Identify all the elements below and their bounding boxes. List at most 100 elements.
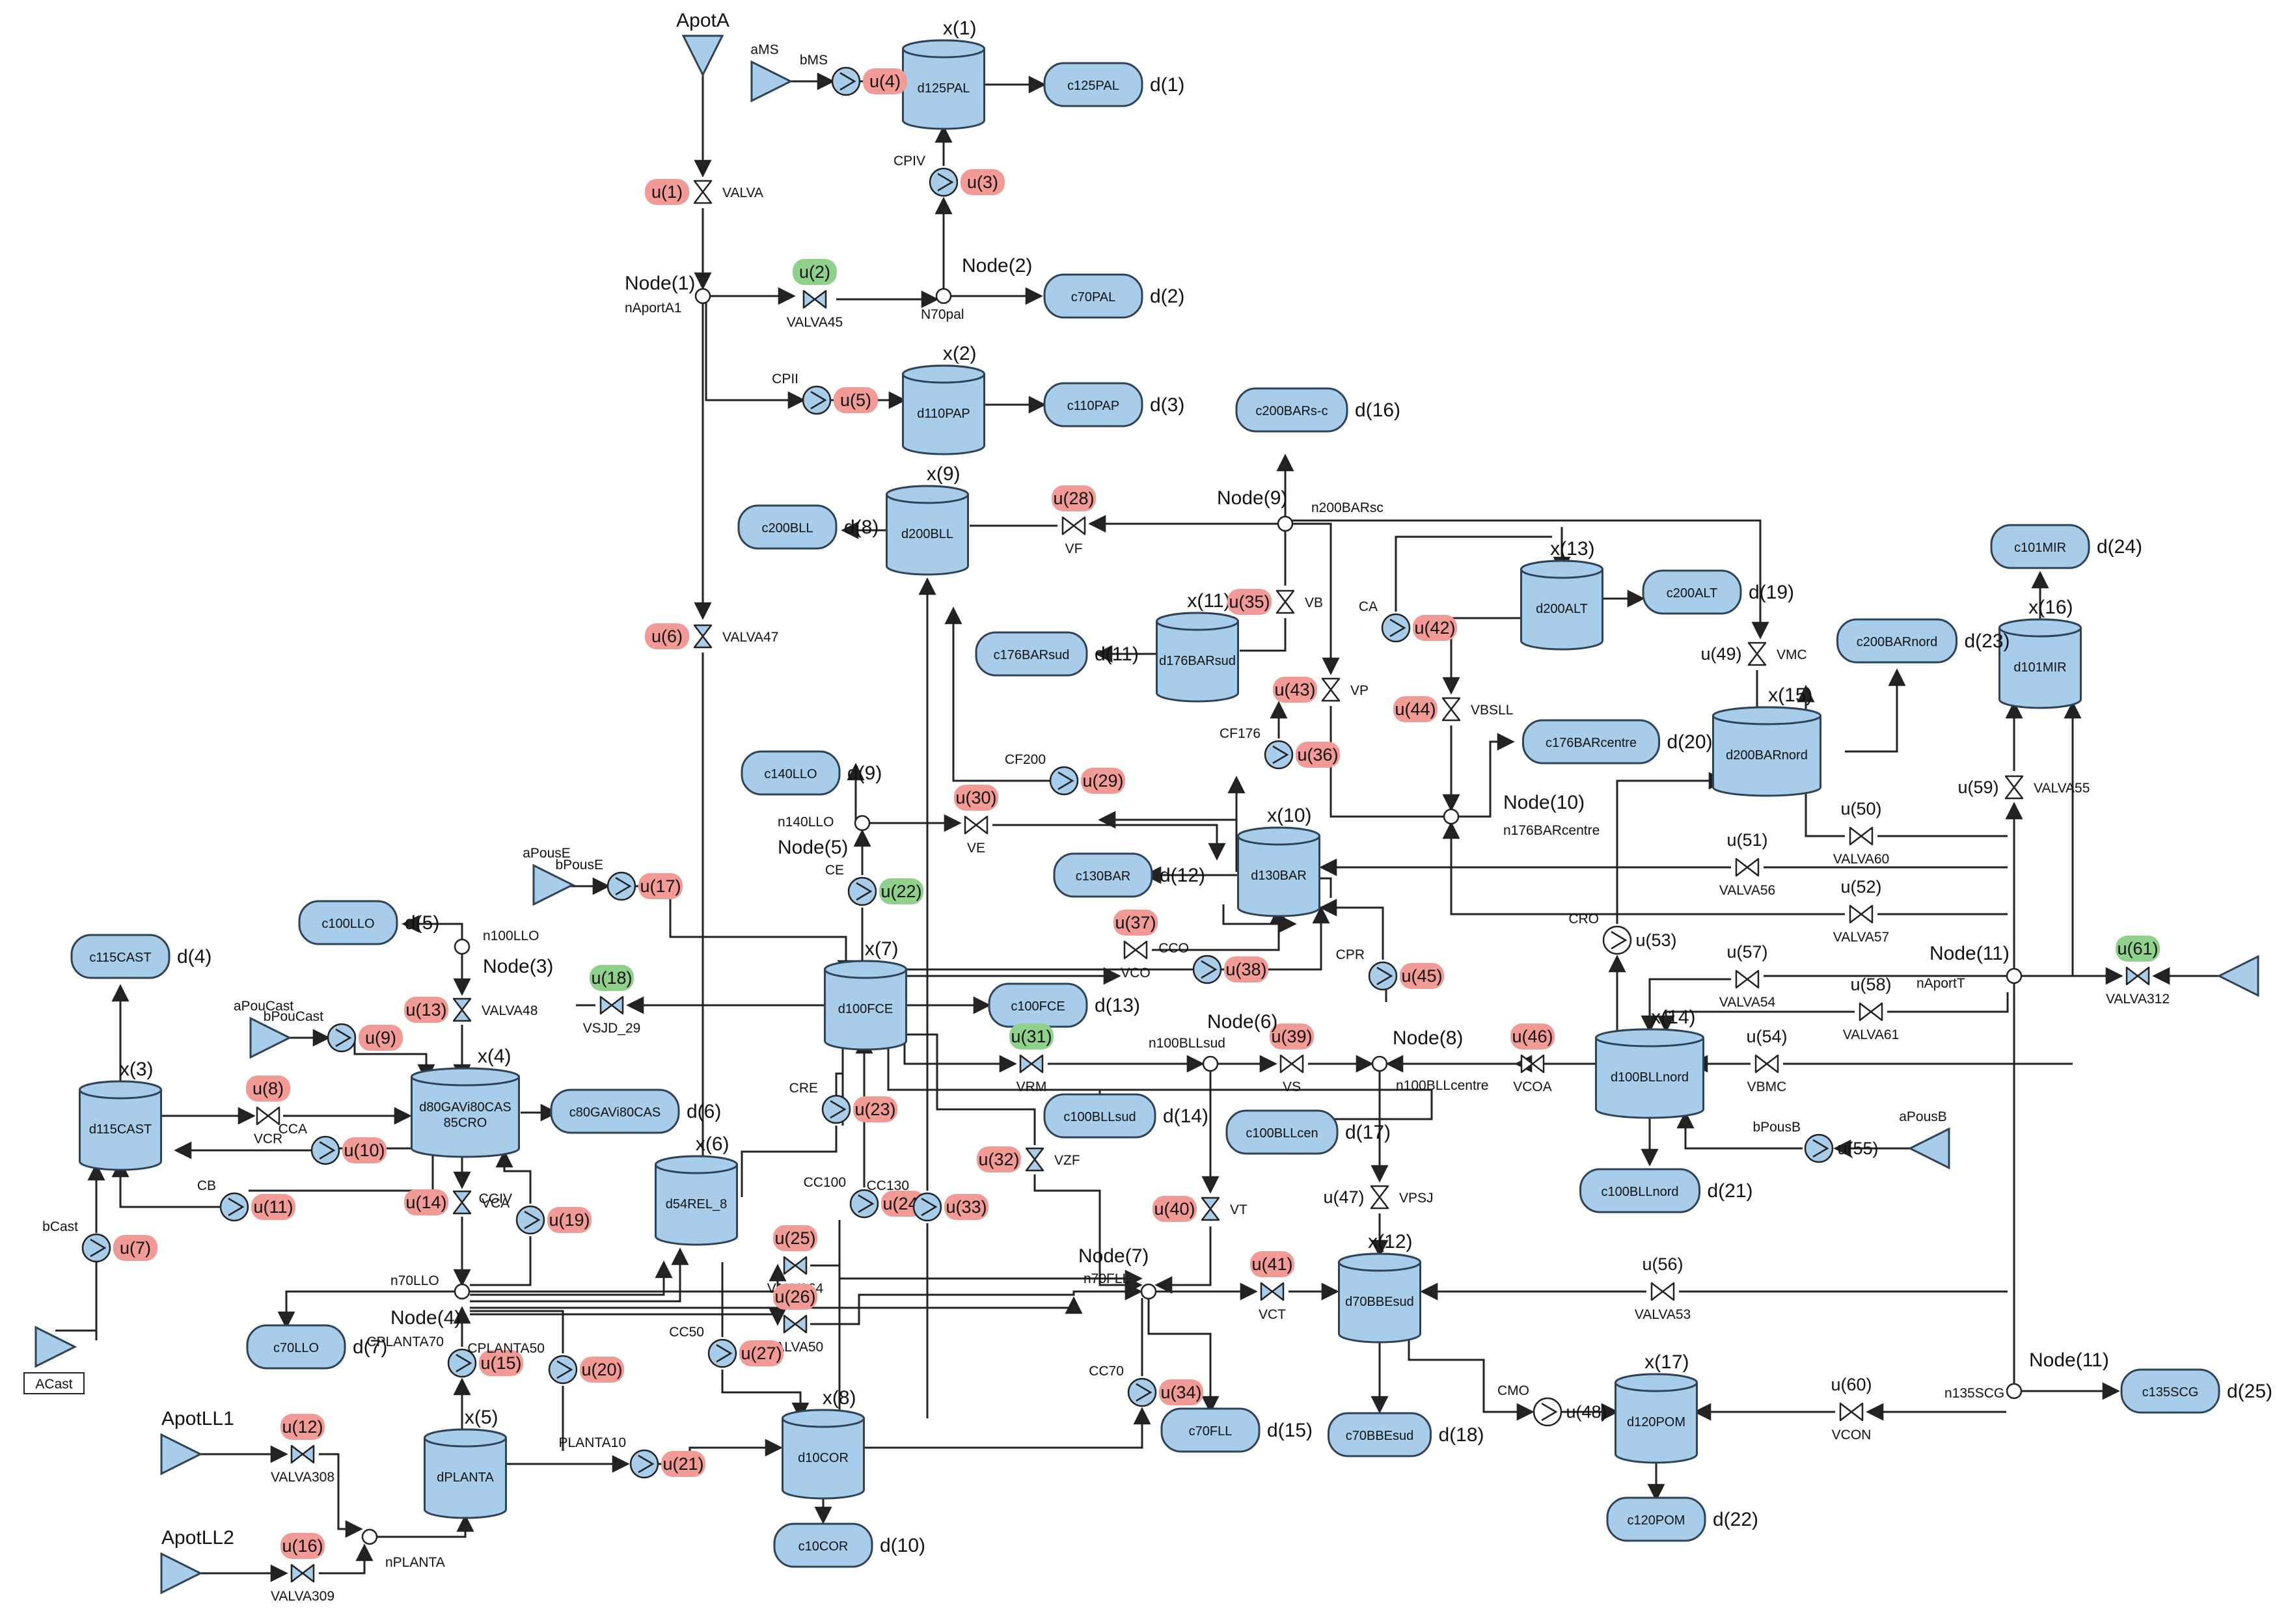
control-input[interactable]: u(17): [638, 873, 683, 899]
control-input[interactable]: u(33): [944, 1194, 989, 1220]
control-input[interactable]: u(1): [645, 179, 689, 205]
control-input[interactable]: u(43): [1273, 677, 1317, 703]
control-input[interactable]: u(21): [661, 1451, 705, 1477]
control-input[interactable]: u(12): [280, 1414, 325, 1440]
control-input[interactable]: u(32): [977, 1146, 1021, 1172]
control-input[interactable]: u(51): [1726, 830, 1767, 850]
control-input[interactable]: u(42): [1413, 615, 1457, 641]
node-n100LLO[interactable]: [454, 938, 470, 955]
control-input[interactable]: u(13): [404, 997, 448, 1023]
valve-VE[interactable]: VEu(30): [954, 785, 998, 856]
control-input[interactable]: u(34): [1159, 1379, 1203, 1405]
control-input[interactable]: u(2): [793, 259, 837, 285]
control-input[interactable]: u(53): [1635, 930, 1676, 950]
source-ApotT[interactable]: [2216, 954, 2259, 997]
source-ACast[interactable]: ACast: [23, 1325, 85, 1394]
control-input[interactable]: u(47): [1323, 1187, 1364, 1207]
source-aPouCast[interactable]: aPouCast: [234, 999, 293, 1059]
control-input[interactable]: u(3): [961, 169, 1005, 195]
control-input[interactable]: u(15): [479, 1350, 523, 1376]
control-input[interactable]: u(20): [580, 1357, 624, 1383]
node-n135SCG[interactable]: [2006, 1383, 2023, 1400]
control-input[interactable]: u(46): [1510, 1023, 1555, 1049]
source-ApotLL2[interactable]: ApotLL2: [160, 1527, 234, 1595]
control-input[interactable]: u(5): [834, 387, 878, 413]
control-input[interactable]: u(28): [1052, 485, 1096, 511]
valve-VT[interactable]: VTu(40): [1152, 1196, 1248, 1222]
control-input[interactable]: u(9): [359, 1025, 403, 1051]
control-input[interactable]: u(36): [1296, 742, 1340, 768]
control-input[interactable]: u(41): [1250, 1251, 1294, 1277]
control-input[interactable]: u(48): [1566, 1402, 1607, 1422]
node-N70pal[interactable]: [935, 288, 952, 304]
node-nAportT[interactable]: [2006, 968, 2023, 984]
source-ApotLL1[interactable]: ApotLL1: [160, 1408, 234, 1476]
valve-VP[interactable]: VPu(43): [1273, 677, 1369, 703]
control-input[interactable]: u(27): [739, 1340, 784, 1366]
source-aPousE[interactable]: aPousE: [523, 846, 575, 906]
control-input[interactable]: u(25): [773, 1225, 817, 1251]
control-input[interactable]: u(10): [342, 1137, 387, 1163]
control-input[interactable]: u(56): [1642, 1254, 1683, 1274]
control-input[interactable]: u(38): [1224, 956, 1268, 982]
control-input[interactable]: u(6): [645, 623, 689, 649]
control-input[interactable]: u(39): [1270, 1023, 1314, 1049]
node-n140LLO[interactable]: [854, 815, 871, 832]
control-input[interactable]: u(58): [1850, 975, 1891, 994]
control-input[interactable]: u(60): [1831, 1375, 1872, 1394]
control-input[interactable]: u(4): [863, 68, 907, 94]
node-nAportA1[interactable]: [694, 288, 711, 304]
control-input[interactable]: u(8): [246, 1076, 290, 1102]
